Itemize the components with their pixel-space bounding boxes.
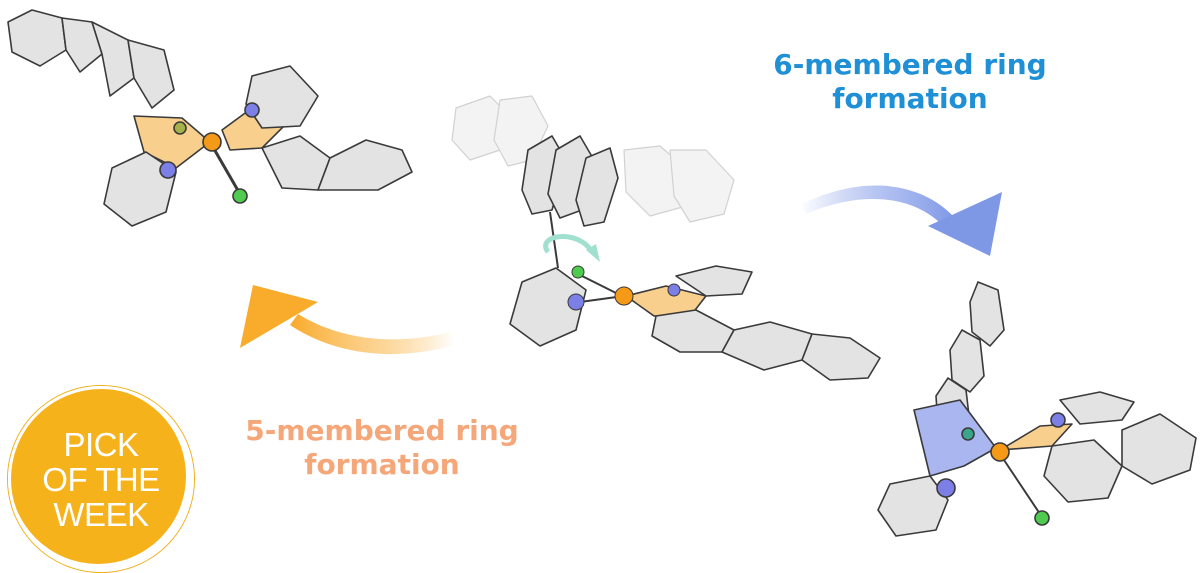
pyridine-ring: [103, 151, 177, 227]
metal-atom: [990, 442, 1010, 462]
metal-atom: [614, 286, 634, 306]
nitrogen-atom: [936, 478, 956, 498]
anthracene-ring: [949, 329, 985, 393]
chloride-atom: [961, 427, 975, 441]
chloride-atom: [232, 188, 248, 204]
chloride-atom: [173, 121, 187, 135]
badge-line2: OF THE: [42, 460, 160, 498]
five-ring-product-complex: [7, 9, 413, 227]
starting-complex: [451, 95, 881, 381]
anthracene-unit: [7, 9, 175, 109]
five-ring-arrow: [240, 285, 455, 355]
anthracene-ring: [575, 147, 619, 227]
naphthyl-ring: [801, 333, 881, 381]
six-membered-ring-label: 6-membered ring formation: [760, 48, 1060, 116]
naphthyl-ring: [261, 135, 331, 191]
phenyl-ring: [675, 265, 753, 297]
six-ring-arrow: [800, 185, 1002, 256]
five-label-line2: formation: [304, 448, 460, 481]
metal-atom: [202, 132, 222, 152]
six-label-line2: formation: [832, 82, 988, 115]
nitrogen-atom: [567, 293, 585, 311]
pyridine-ring: [877, 475, 949, 537]
chloride-atom: [1034, 510, 1050, 526]
naphthyl-ring: [721, 321, 813, 371]
nitrogen-atom: [667, 283, 681, 297]
naphthyl-ring: [1121, 413, 1197, 485]
nitrogen-atom: [159, 161, 177, 179]
anthracene-ring: [969, 281, 1005, 347]
six-ring-product-complex: [877, 281, 1197, 537]
nitrogen-atom: [244, 102, 260, 118]
naphthyl-ring: [1043, 439, 1123, 503]
phenyl-ring: [245, 65, 319, 129]
naphthyl-ring: [317, 139, 413, 191]
chelate-ring-orange: [999, 423, 1073, 451]
phenyl-ring: [1059, 391, 1135, 425]
rotation-arrow: [543, 234, 595, 254]
chelate-ring-blue: [913, 399, 997, 477]
chelate-ring-orange: [625, 285, 707, 317]
naphthyl-ring: [651, 309, 735, 353]
pick-of-the-week-badge: PICK OF THE WEEK: [8, 386, 194, 572]
chloride-atom: [571, 265, 585, 279]
chelate-ring-orange: [133, 115, 211, 169]
five-membered-ring-label: 5-membered ring formation: [232, 414, 532, 482]
pyridine-ring: [509, 267, 587, 347]
five-label-line1: 5-membered ring: [245, 414, 519, 447]
badge-line1: PICK: [63, 425, 139, 463]
six-label-line1: 6-membered ring: [773, 48, 1047, 81]
nitrogen-atom: [1050, 412, 1066, 428]
badge-line3: WEEK: [53, 495, 149, 533]
